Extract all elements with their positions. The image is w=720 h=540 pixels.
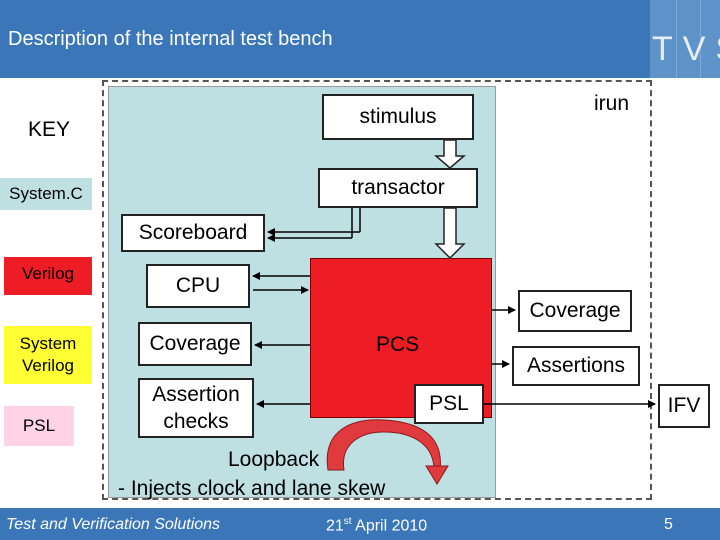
ifv-label: IFV (667, 394, 701, 417)
coverage-left-box: Coverage (138, 322, 252, 366)
footer-date-day: 21 (326, 517, 344, 535)
psl-box: PSL (414, 384, 484, 424)
coverage-right-label: Coverage (529, 299, 621, 322)
loopback-title: Loopback (228, 448, 320, 471)
assertion-checks-box: Assertion checks (138, 378, 254, 438)
page-title: Description of the internal test bench (8, 28, 333, 50)
footer-bar (0, 508, 720, 540)
coverage-left-label: Coverage (149, 332, 241, 355)
logo-divider (676, 0, 677, 78)
logo-panel (650, 0, 720, 78)
assertions-right-label: Assertions (526, 354, 626, 377)
scoreboard-box: Scoreboard (121, 214, 265, 252)
footer-date-suffix: st (343, 516, 352, 527)
key-psl: PSL (4, 406, 74, 446)
loopback-description: - Injects clock and lane skew (118, 477, 386, 500)
assertions-right-box: Assertions (512, 346, 640, 386)
loopback-arrow (326, 419, 441, 471)
page-number: 5 (664, 516, 673, 533)
loopback-arrowhead (425, 465, 449, 485)
footer-date-rest: April 2010 (351, 517, 428, 535)
irun-frame (102, 80, 652, 500)
tvs-logo: TVS (652, 30, 720, 68)
pcs-label: PCS (376, 333, 420, 356)
header-bar (0, 0, 720, 78)
footer-date: 21st April 2010 (326, 516, 427, 535)
assertion-checks-label: Assertion checks (152, 382, 240, 433)
key-verilog: Verilog (4, 257, 92, 295)
key-label: KEY (28, 118, 71, 141)
transactor-box: transactor (318, 168, 478, 208)
stimulus-label: stimulus (359, 105, 437, 128)
footer-company: Test and Verification Solutions (6, 516, 221, 533)
transactor-to-pcs-arrow (434, 207, 466, 260)
ifv-box: IFV (658, 384, 710, 428)
stimulus-box: stimulus (322, 94, 474, 140)
cpu-box: CPU (146, 264, 250, 308)
scoreboard-label: Scoreboard (138, 221, 248, 244)
transactor-label: transactor (351, 176, 445, 199)
key-systemverilog: System Verilog (4, 326, 92, 384)
logo-divider (700, 0, 701, 78)
irun-label: irun (594, 92, 630, 115)
psl-label: PSL (429, 392, 469, 415)
key-systemc: System.C (0, 178, 92, 210)
cpu-label: CPU (175, 274, 221, 297)
coverage-right-box: Coverage (518, 290, 632, 332)
stimulus-to-transactor-arrow (433, 139, 467, 169)
